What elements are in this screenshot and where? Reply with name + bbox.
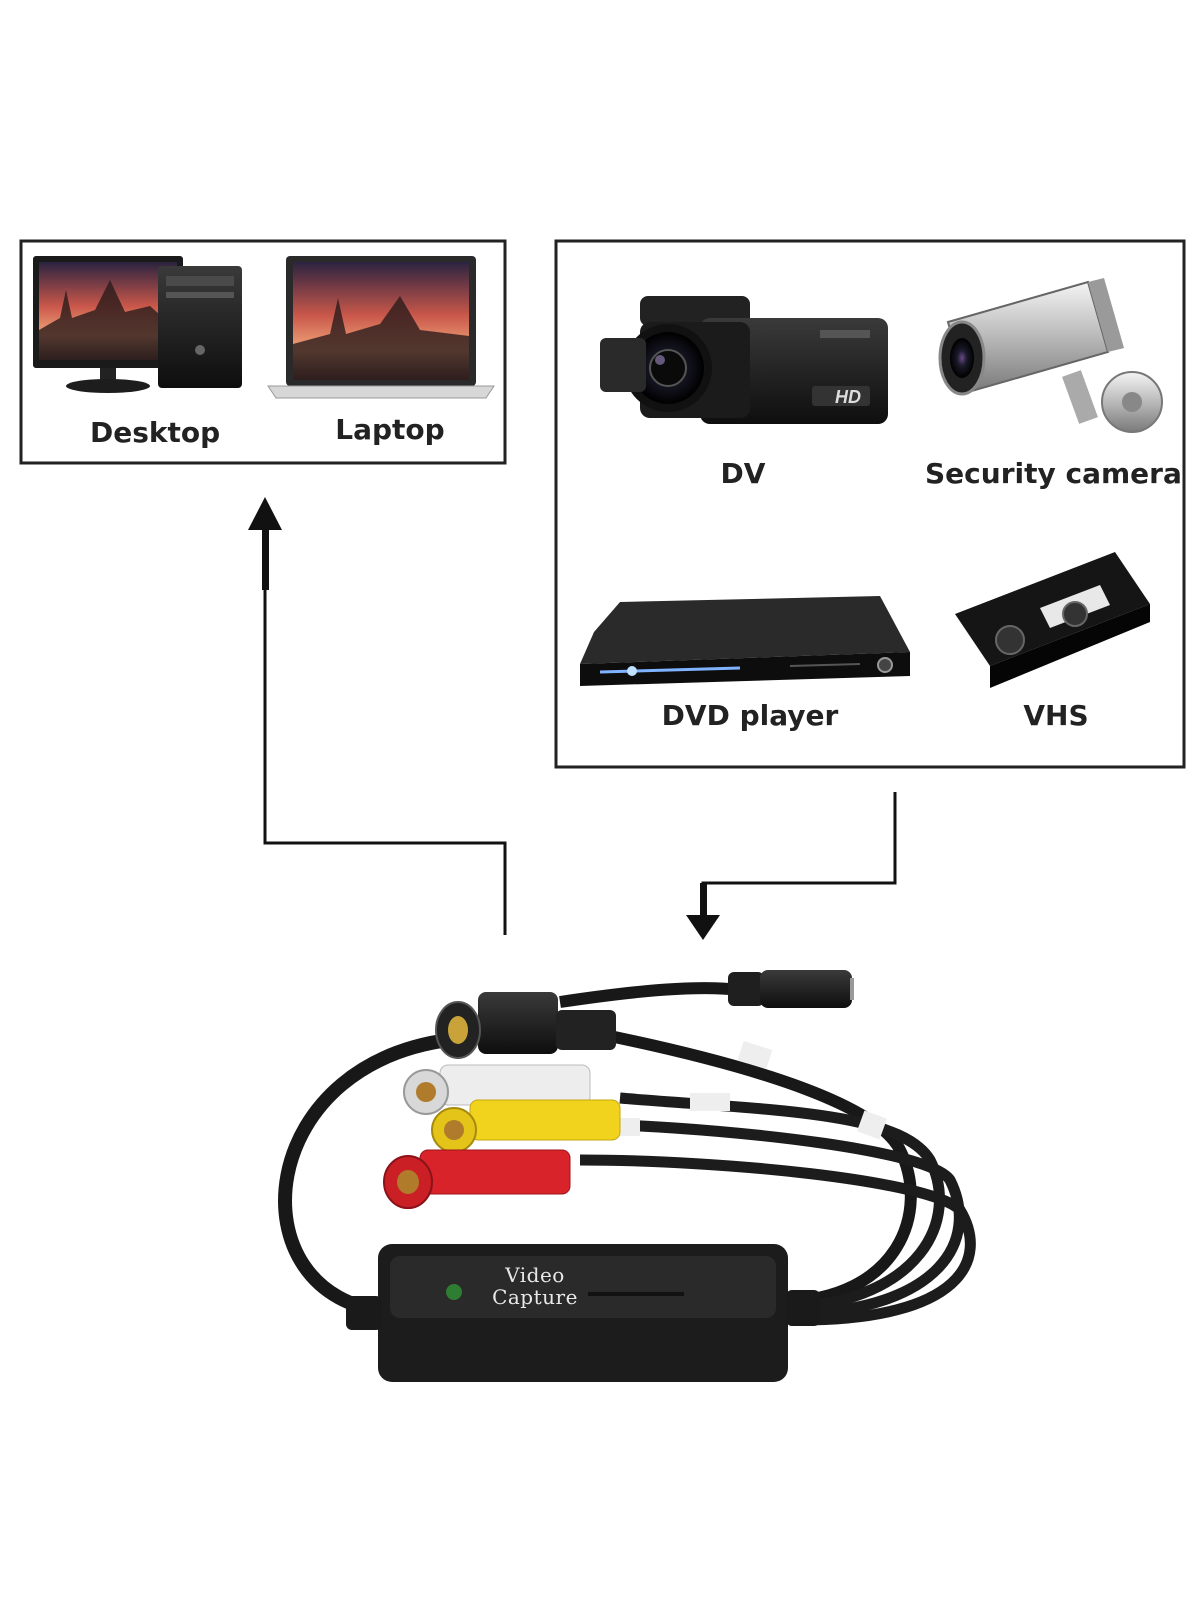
security-camera-icon bbox=[938, 278, 1163, 433]
output-arrow-line bbox=[263, 585, 507, 935]
vhs-label: VHS bbox=[1023, 699, 1089, 732]
desktop-label: Desktop bbox=[90, 416, 221, 449]
camcorder-icon: HD bbox=[600, 296, 888, 424]
device-label-line2: Capture bbox=[492, 1285, 578, 1309]
input-arrow-shaft bbox=[700, 883, 707, 919]
computers-box bbox=[19, 239, 507, 465]
camcorder-hd-badge: HD bbox=[835, 387, 861, 407]
vhs-cassette-icon bbox=[955, 552, 1150, 688]
video-capture-cable bbox=[278, 970, 976, 1382]
security-camera-label: Security camera bbox=[925, 457, 1182, 490]
output-arrow-shaft bbox=[262, 520, 269, 590]
dvd-player-label: DVD player bbox=[661, 699, 839, 732]
dv-label: DV bbox=[720, 457, 766, 490]
input-arrow-line bbox=[701, 792, 897, 905]
output-arrow-head bbox=[248, 497, 282, 530]
power-led bbox=[446, 1284, 462, 1300]
input-arrow-head bbox=[686, 915, 720, 940]
device-label-line1: Video bbox=[505, 1263, 565, 1287]
laptop-icon bbox=[267, 256, 495, 399]
laptop-label: Laptop bbox=[335, 413, 445, 446]
sources-box bbox=[554, 239, 1186, 769]
desktop-icon bbox=[33, 256, 242, 393]
dvd-player-icon bbox=[580, 596, 910, 686]
